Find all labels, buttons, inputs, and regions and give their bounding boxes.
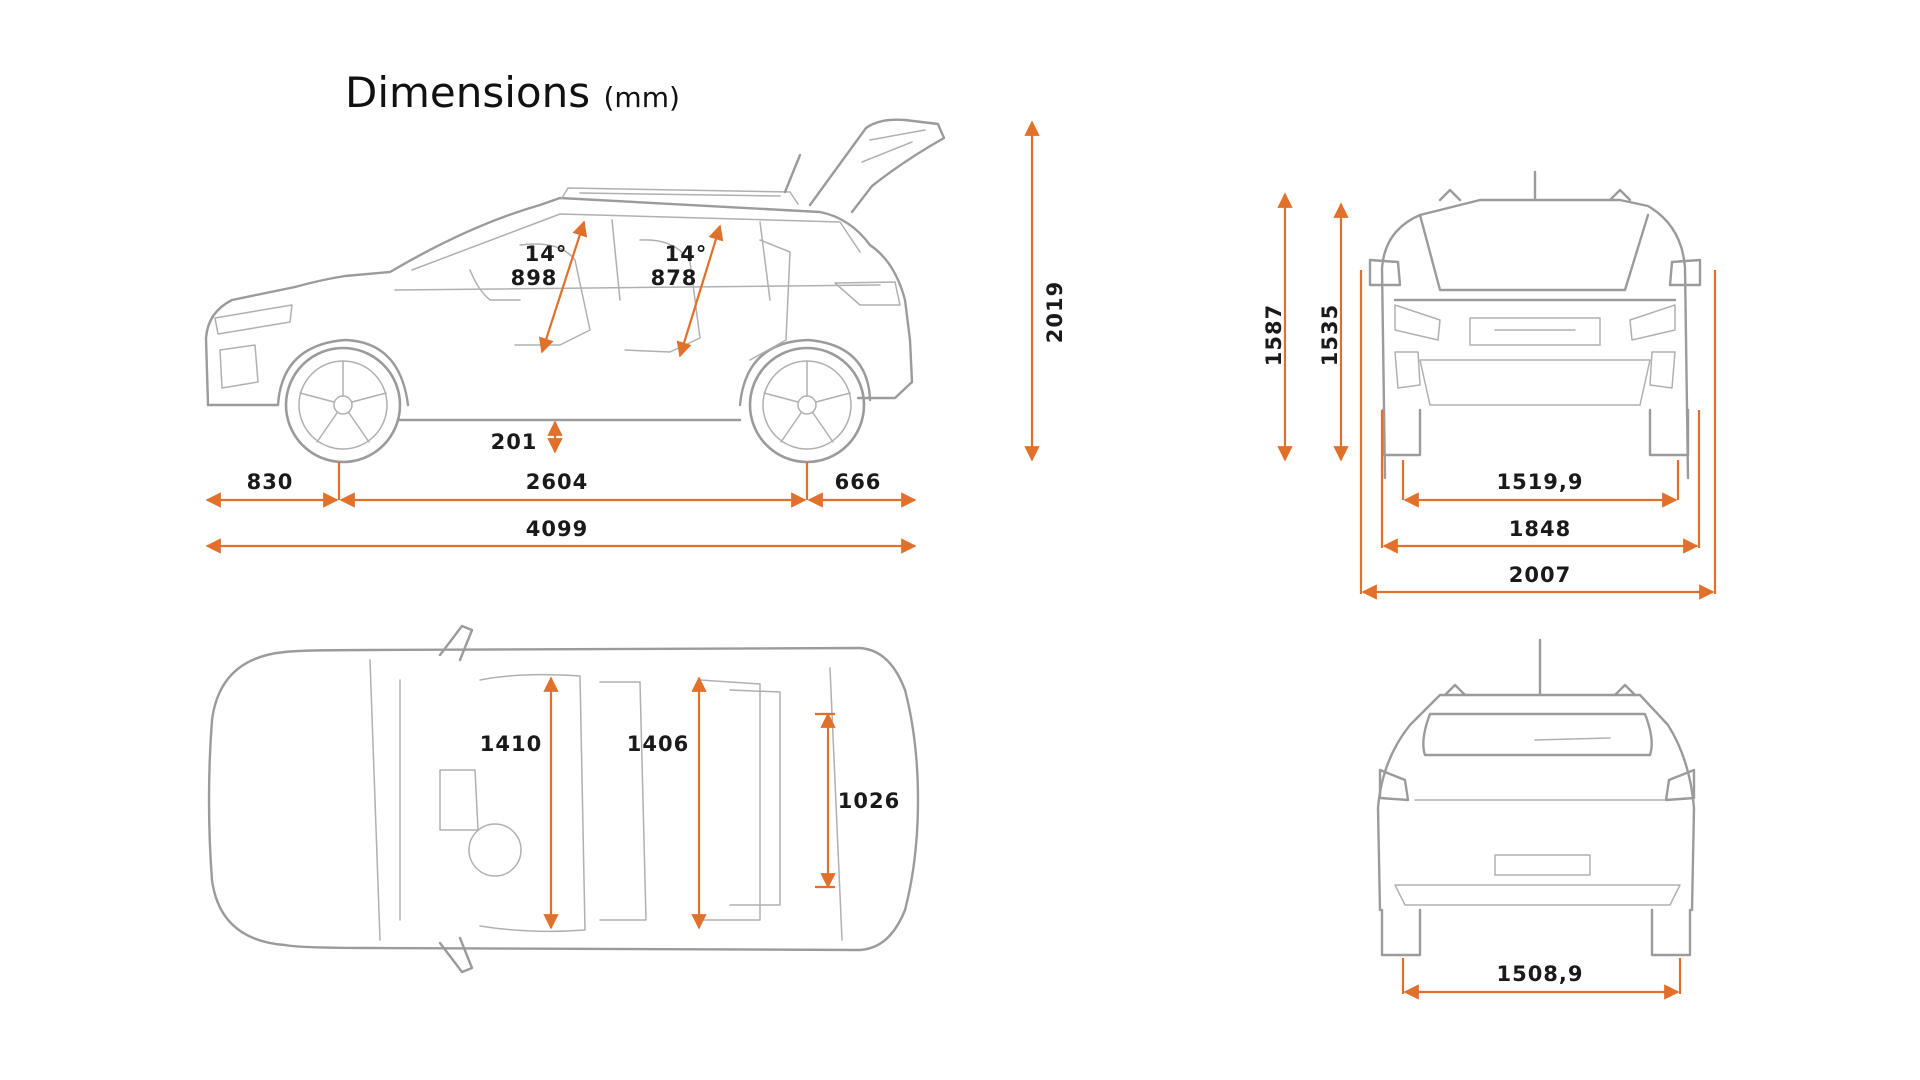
front-overhang-label: 830 bbox=[247, 470, 294, 494]
title-unit: (mm) bbox=[603, 81, 680, 114]
height-label-front: 1535 bbox=[1318, 304, 1342, 366]
ground-clearance-label: 201 bbox=[491, 430, 538, 454]
height-label: 2019 bbox=[1043, 281, 1067, 343]
page-title: Dimensions (mm) bbox=[345, 68, 680, 117]
title-main: Dimensions bbox=[345, 68, 591, 117]
rear-seat-angle-label: 14° bbox=[665, 242, 708, 266]
side-view-car bbox=[204, 118, 946, 464]
rear-headroom-label: 878 bbox=[651, 266, 698, 290]
overall-length-label: 4099 bbox=[526, 517, 588, 541]
front-seat-angle-label: 14° bbox=[525, 242, 568, 266]
front-view-car bbox=[1368, 170, 1702, 480]
height-roof-bars-label: 1587 bbox=[1262, 304, 1286, 366]
width-without-mirrors-label: 1848 bbox=[1509, 517, 1571, 541]
front-elbow-width-label: 1410 bbox=[480, 732, 542, 756]
rear-overhang-label: 666 bbox=[835, 470, 882, 494]
boot-width-label: 1026 bbox=[838, 789, 900, 813]
rear-track-label: 1508,9 bbox=[1496, 962, 1583, 986]
rear-elbow-width-label: 1406 bbox=[627, 732, 689, 756]
top-view-dimensions: 1410 1406 1026 bbox=[480, 676, 900, 930]
side-view-dimensions: 830 2604 666 4099 201 2019 14° 898 14° 8… bbox=[205, 120, 1067, 554]
front-view-dimensions: 1587 1535 1519,9 1848 2007 bbox=[1262, 192, 1717, 600]
front-headroom-label: 898 bbox=[511, 266, 558, 290]
rear-headroom-line bbox=[676, 224, 724, 358]
rear-view-dimensions: 1508,9 bbox=[1401, 958, 1682, 1000]
top-view-car bbox=[207, 624, 920, 974]
rear-view-car bbox=[1376, 638, 1696, 957]
width-with-mirrors-label: 2007 bbox=[1509, 563, 1571, 587]
wheelbase-label: 2604 bbox=[526, 470, 588, 494]
front-track-label: 1519,9 bbox=[1496, 470, 1583, 494]
front-headroom-line bbox=[538, 220, 588, 354]
